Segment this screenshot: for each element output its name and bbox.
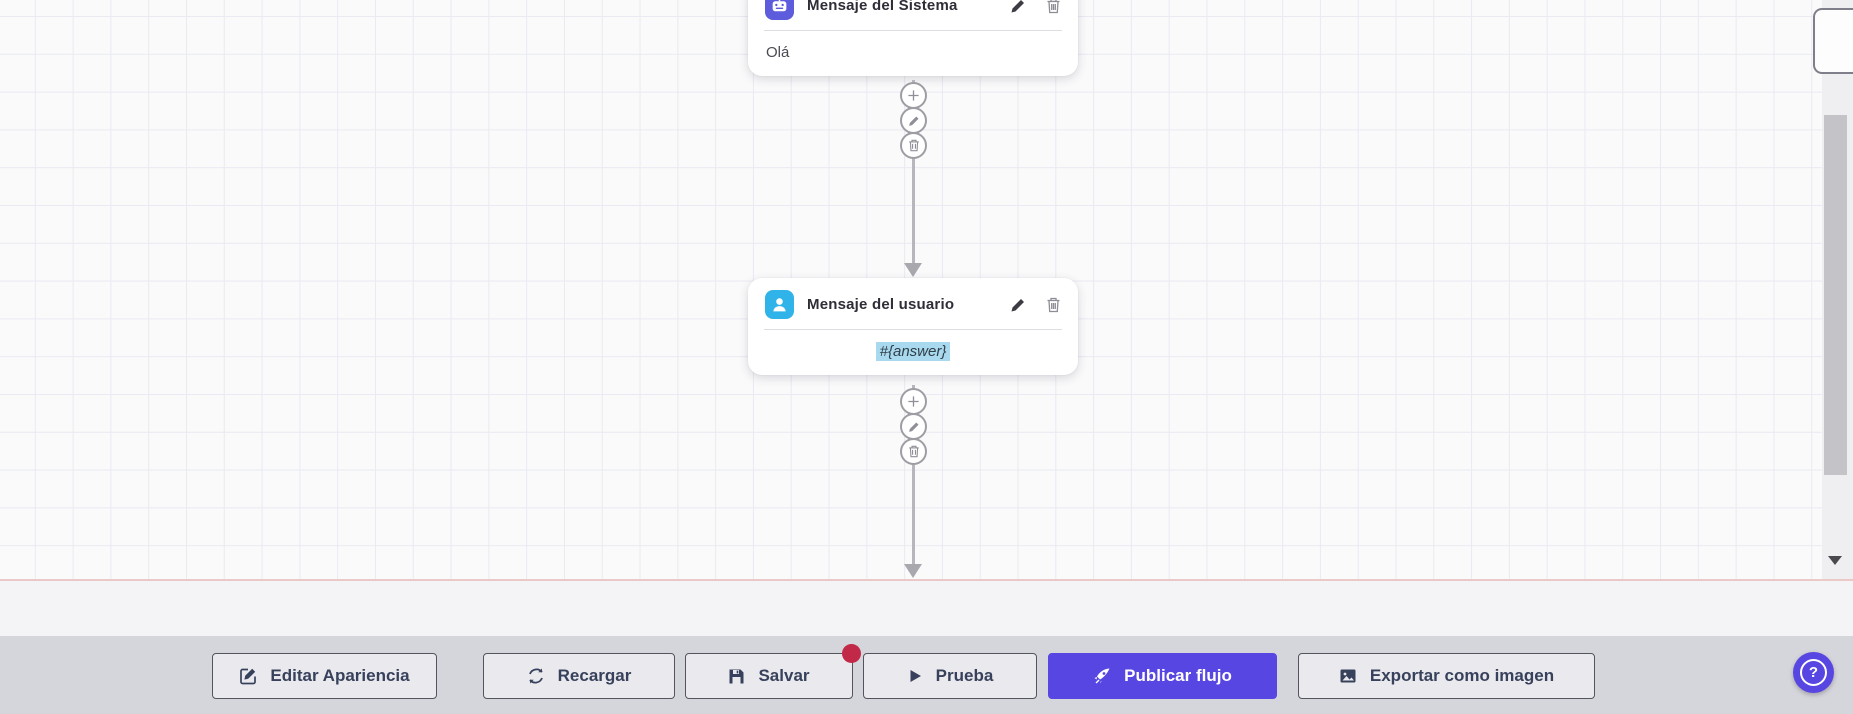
plus-icon[interactable] — [900, 82, 927, 109]
save-button[interactable]: Salvar — [685, 653, 853, 699]
button-label: Exportar como imagen — [1369, 666, 1555, 685]
pencil-icon[interactable] — [1009, 0, 1027, 15]
button-label: Salvar — [758, 666, 810, 685]
plus-icon[interactable] — [900, 388, 927, 415]
help-button[interactable]: ? — [1793, 652, 1834, 693]
button-label: Publicar flujo — [1124, 666, 1232, 685]
unsaved-changes-badge — [842, 644, 861, 663]
connector-actions — [900, 388, 927, 465]
pencil-icon[interactable] — [900, 107, 927, 134]
test-button[interactable]: Prueba — [863, 653, 1037, 699]
reload-button[interactable]: Recargar — [483, 653, 675, 699]
flow-canvas[interactable]: Mensaje del Sistema Olá — [0, 0, 1853, 581]
trash-icon[interactable] — [1044, 296, 1062, 314]
bottom-toolbar: Editar Apariencia Recargar Salvar Pr — [0, 636, 1853, 714]
clipped-side-panel — [1813, 8, 1853, 74]
node-title: Mensaje del usuario — [807, 296, 955, 313]
connector-arrow-icon — [904, 263, 922, 277]
canvas-footer-strip — [0, 581, 1853, 636]
pencil-icon[interactable] — [900, 413, 927, 440]
user-icon — [765, 290, 794, 319]
trash-icon[interactable] — [900, 438, 927, 465]
play-icon — [907, 668, 923, 684]
connector-arrow-icon — [904, 564, 922, 578]
connector-line — [912, 385, 915, 566]
button-label: Recargar — [557, 666, 632, 685]
connector-line — [912, 80, 915, 264]
rocket-icon — [1093, 667, 1111, 685]
trash-icon[interactable] — [1044, 0, 1062, 15]
variable-chip[interactable]: #{answer} — [875, 342, 951, 361]
divider — [764, 329, 1062, 330]
export-image-button[interactable]: Exportar como imagen — [1298, 653, 1595, 699]
refresh-icon — [527, 667, 545, 685]
publish-flow-button[interactable]: Publicar flujo — [1048, 653, 1277, 699]
node-header: Mensaje del usuario — [748, 278, 1078, 329]
node-body[interactable]: #{answer} — [748, 330, 1078, 375]
scrollbar-thumb[interactable] — [1824, 115, 1847, 475]
connector-actions — [900, 82, 927, 159]
button-label: Editar Apariencia — [270, 666, 410, 685]
robot-icon — [765, 0, 794, 20]
node-user-message[interactable]: Mensaje del usuario #{answer} — [748, 278, 1078, 375]
divider — [764, 30, 1062, 31]
pencil-icon[interactable] — [1009, 296, 1027, 314]
trash-icon[interactable] — [900, 132, 927, 159]
node-system-message[interactable]: Mensaje del Sistema Olá — [748, 0, 1078, 76]
node-body[interactable]: Olá — [766, 44, 790, 61]
node-title: Mensaje del Sistema — [807, 0, 958, 14]
node-header: Mensaje del Sistema — [748, 0, 1078, 30]
save-icon — [728, 668, 745, 685]
edit-square-icon — [239, 667, 257, 685]
scrollbar-down-arrow-icon[interactable] — [1828, 556, 1842, 565]
question-mark-icon: ? — [1800, 659, 1827, 686]
button-label: Prueba — [935, 666, 994, 685]
edit-appearance-button[interactable]: Editar Apariencia — [212, 653, 437, 699]
image-icon — [1339, 667, 1357, 685]
